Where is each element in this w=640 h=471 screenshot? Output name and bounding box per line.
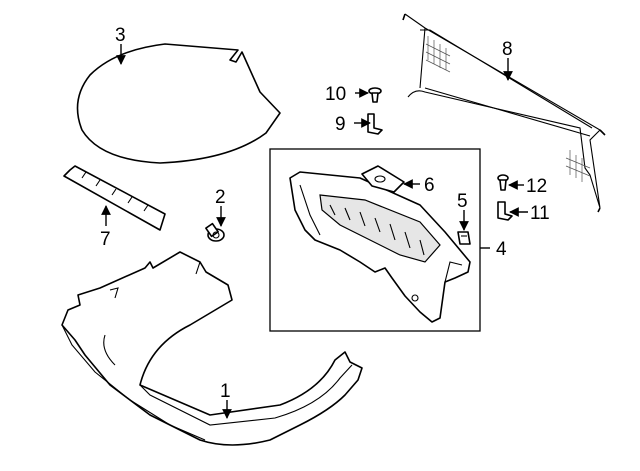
callout-11: 11 (530, 203, 550, 224)
callout-5: 5 (457, 191, 468, 212)
screw-small-part (497, 174, 509, 191)
floor-cover-part (76, 43, 281, 164)
trunk-liner-part (61, 251, 363, 446)
clip-part (457, 231, 471, 245)
cargo-net-part (402, 13, 606, 213)
bracket-small-part (497, 201, 513, 221)
callout-3: 3 (115, 25, 126, 46)
callout-4: 4 (496, 239, 507, 260)
callout-9: 9 (335, 114, 346, 135)
callout-2: 2 (215, 187, 226, 208)
sill-trim-panel-part (289, 171, 471, 323)
callout-6: 6 (424, 175, 435, 196)
callout-7: 7 (100, 229, 111, 250)
screw-part (368, 87, 382, 103)
callout-1: 1 (220, 381, 231, 402)
sill-cover-part (361, 165, 405, 193)
leader-lines (101, 44, 528, 419)
trim-strip-part (63, 165, 166, 231)
callout-8: 8 (502, 39, 513, 60)
callouts: 1 2 3 4 5 6 7 8 9 10 11 12 (100, 25, 550, 402)
bracket-part (367, 113, 383, 135)
callout-10: 10 (325, 84, 346, 105)
push-pin-fastener-part (205, 222, 225, 242)
callout-12: 12 (526, 176, 547, 197)
